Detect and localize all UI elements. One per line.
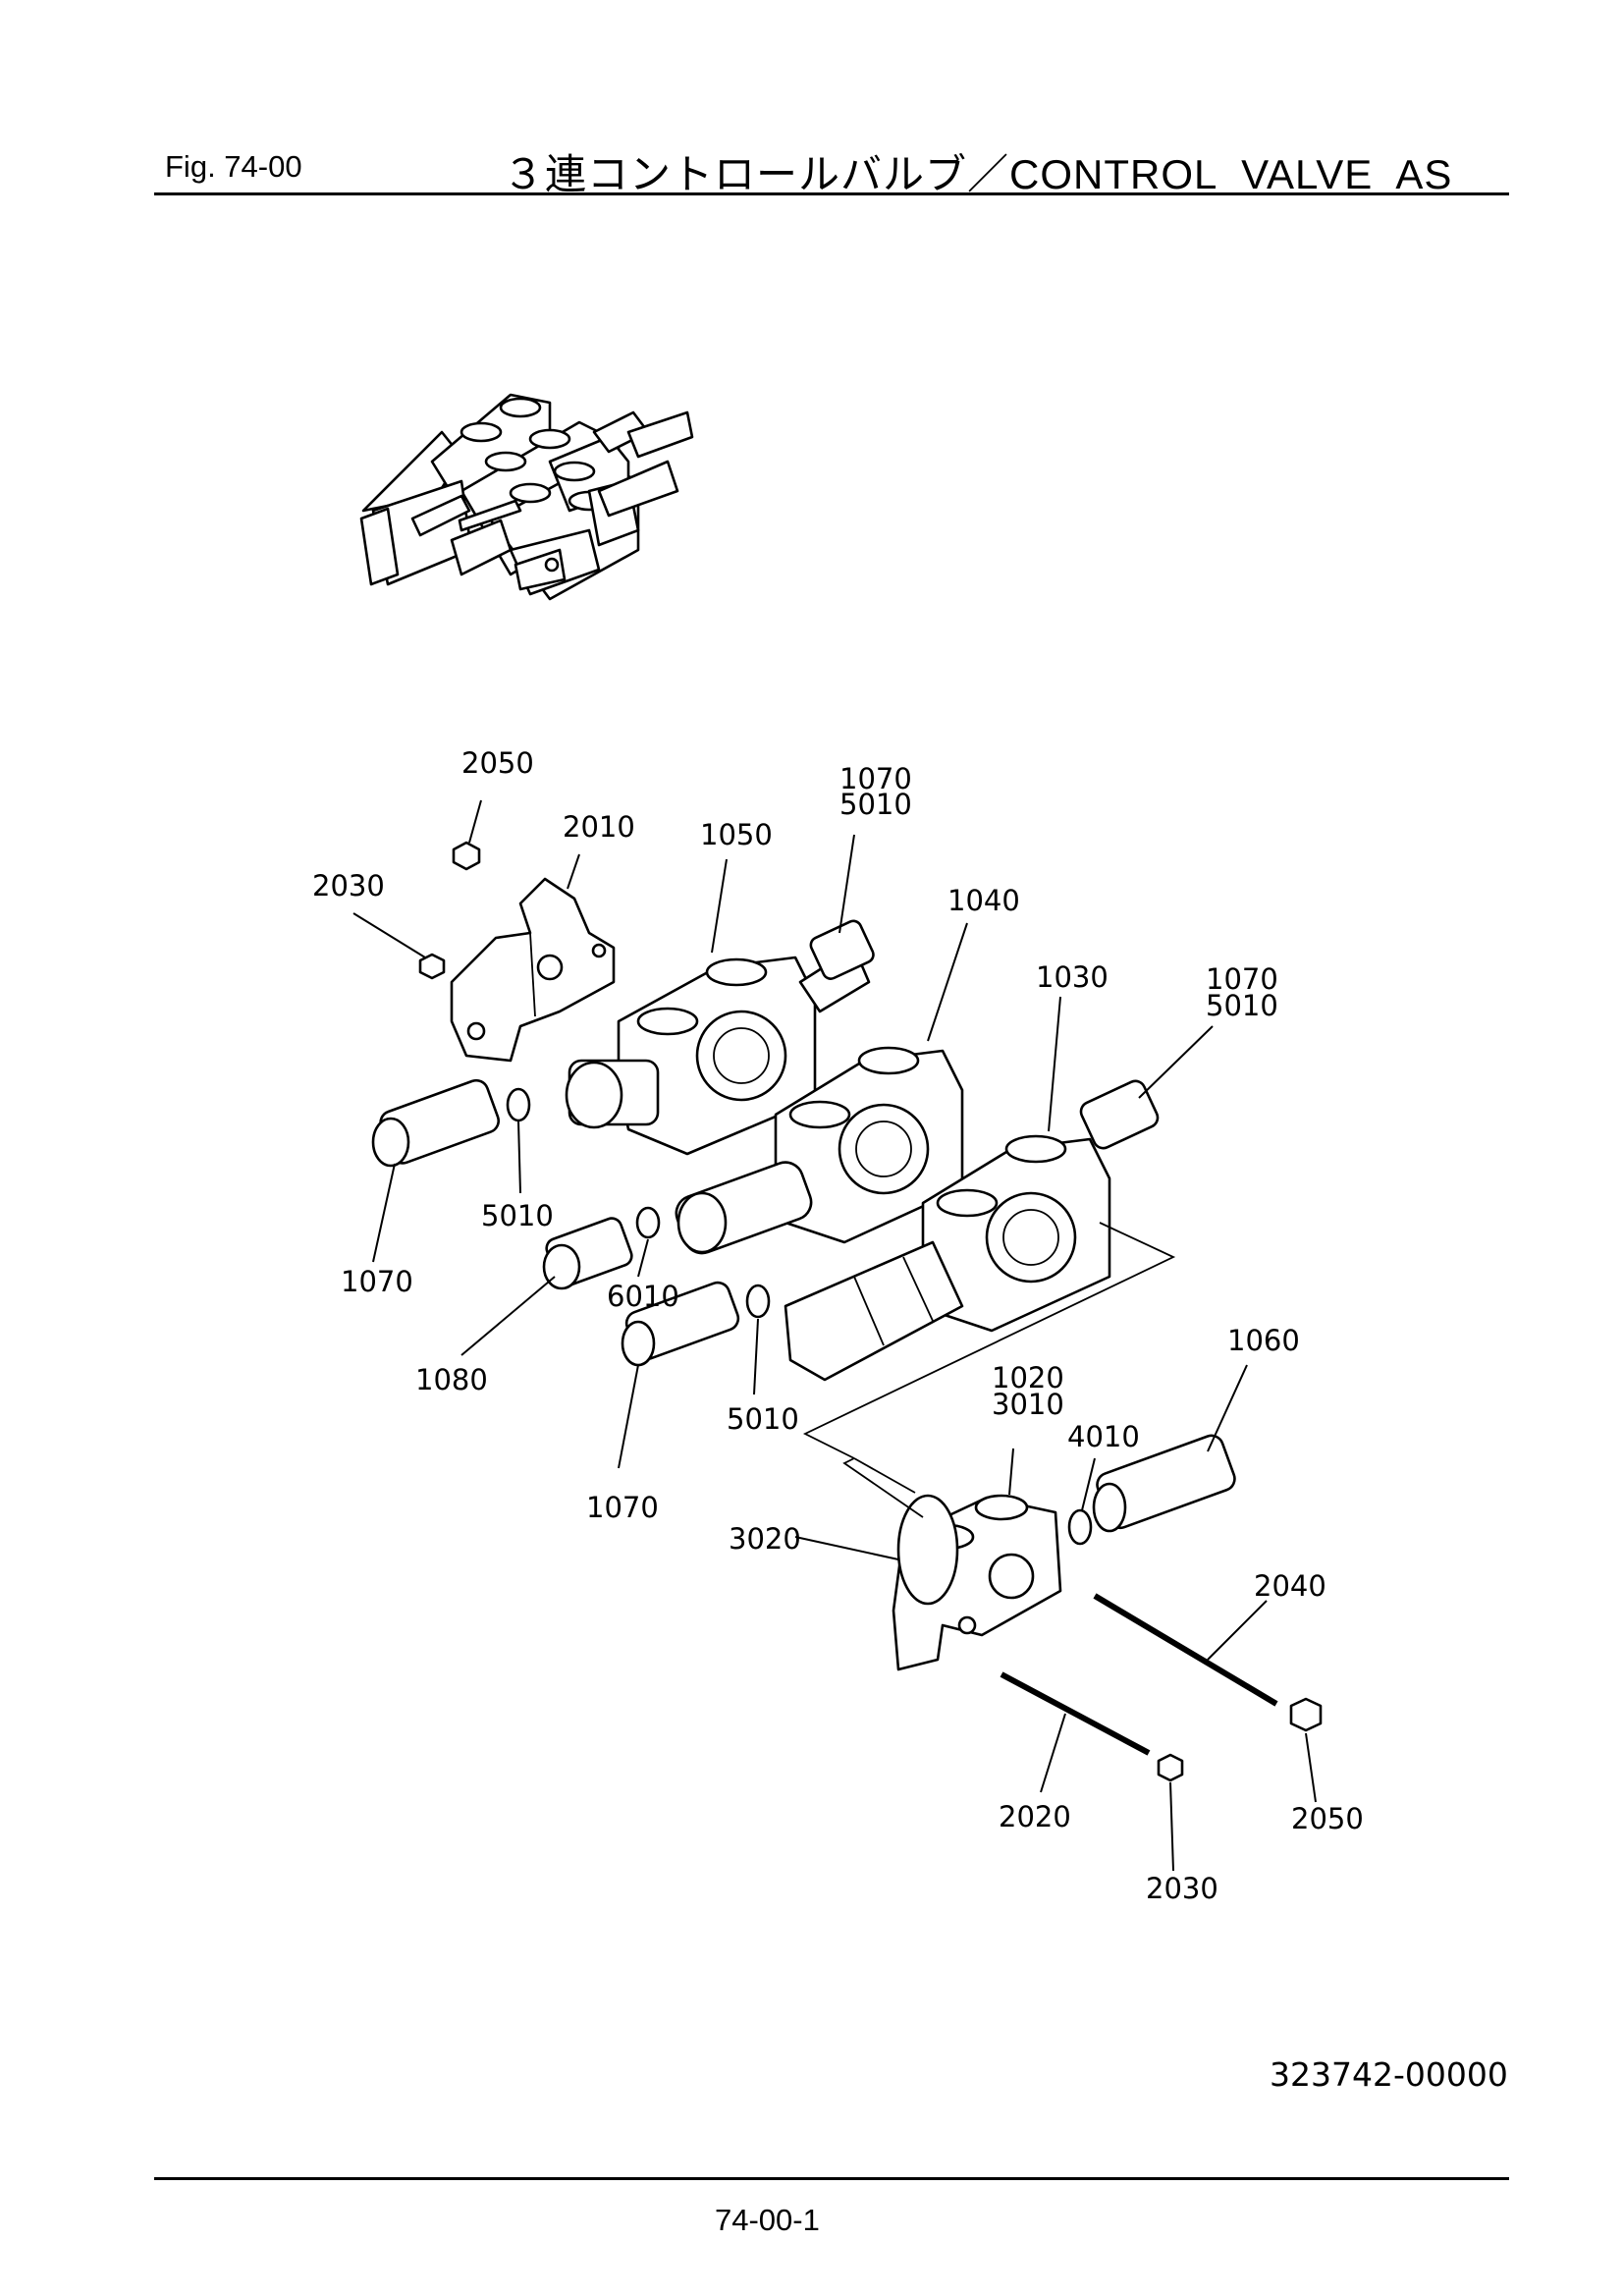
main-relief-1060 bbox=[1092, 1434, 1236, 1533]
o-ring-5010-lower bbox=[745, 1284, 771, 1319]
callout-2030-bottom: 2030 bbox=[1146, 1872, 1218, 1905]
o-ring-5010-upper bbox=[506, 1087, 531, 1122]
page-number: 74-00-1 bbox=[715, 2203, 820, 2237]
callout-5010-mid: 5010 bbox=[481, 1199, 554, 1232]
nut-2050-top bbox=[452, 841, 481, 871]
valve-section-1030 bbox=[784, 1079, 1160, 1382]
header-rule bbox=[154, 192, 1509, 195]
callout-2030-left: 2030 bbox=[312, 869, 385, 902]
nut-2030-left bbox=[418, 953, 446, 980]
callout-4010: 4010 bbox=[1067, 1420, 1140, 1453]
tie-rod-2040 bbox=[1093, 1593, 1278, 1707]
callout-3010: 3010 bbox=[992, 1388, 1064, 1421]
plug-1080 bbox=[542, 1217, 633, 1290]
callout-1070-top-b: 1070 bbox=[1206, 962, 1278, 996]
page-title: ３連コントロールバルブ／CONTROL VALVE AS bbox=[503, 151, 1453, 197]
leader-lines bbox=[352, 799, 1317, 1872]
relief-valve-1070-lower bbox=[621, 1281, 740, 1367]
o-ring-3020 bbox=[896, 1494, 959, 1606]
callout-2010: 2010 bbox=[563, 810, 635, 844]
callout-5010-low: 5010 bbox=[727, 1402, 799, 1436]
footer-rule bbox=[154, 2177, 1509, 2180]
callout-1030: 1030 bbox=[1036, 960, 1109, 994]
callout-1020: 1020 bbox=[992, 1361, 1064, 1394]
callout-1080: 1080 bbox=[415, 1363, 488, 1396]
callout-2050-top: 2050 bbox=[461, 746, 534, 780]
callout-5010-top-a: 5010 bbox=[839, 788, 912, 821]
callout-2020: 2020 bbox=[999, 1800, 1071, 1833]
o-ring-4010 bbox=[1067, 1508, 1093, 1546]
callout-1050: 1050 bbox=[700, 818, 773, 851]
callout-2040: 2040 bbox=[1254, 1569, 1326, 1603]
figure-label: Fig. 74-00 bbox=[165, 149, 302, 184]
valve-section-1050 bbox=[565, 919, 875, 1156]
relief-valve-1070-left bbox=[371, 1078, 500, 1168]
callout-1070-top-a: 1070 bbox=[839, 762, 912, 795]
assembled-valve-thumbnail bbox=[359, 393, 694, 601]
assembly-guide-lower bbox=[842, 1457, 924, 1518]
callout-5010-top-b: 5010 bbox=[1206, 989, 1278, 1022]
o-ring-6010 bbox=[635, 1206, 661, 1239]
callout-2050-bottom: 2050 bbox=[1291, 1802, 1364, 1835]
nut-2030-bottom bbox=[1157, 1753, 1184, 1782]
callout-1040: 1040 bbox=[947, 884, 1020, 917]
callout-1060: 1060 bbox=[1227, 1324, 1300, 1357]
callout-3020: 3020 bbox=[729, 1522, 801, 1556]
callout-1070-left: 1070 bbox=[341, 1265, 413, 1298]
end-cover-2010 bbox=[450, 877, 616, 1063]
tie-rod-2020 bbox=[1000, 1671, 1151, 1756]
callout-6010: 6010 bbox=[607, 1280, 679, 1313]
assembly-guide-upper bbox=[802, 1222, 1176, 1459]
callout-1070-low: 1070 bbox=[586, 1491, 659, 1524]
drawing-number: 323742-00000 bbox=[1270, 2055, 1508, 2094]
nut-2050-bottom bbox=[1289, 1697, 1323, 1732]
